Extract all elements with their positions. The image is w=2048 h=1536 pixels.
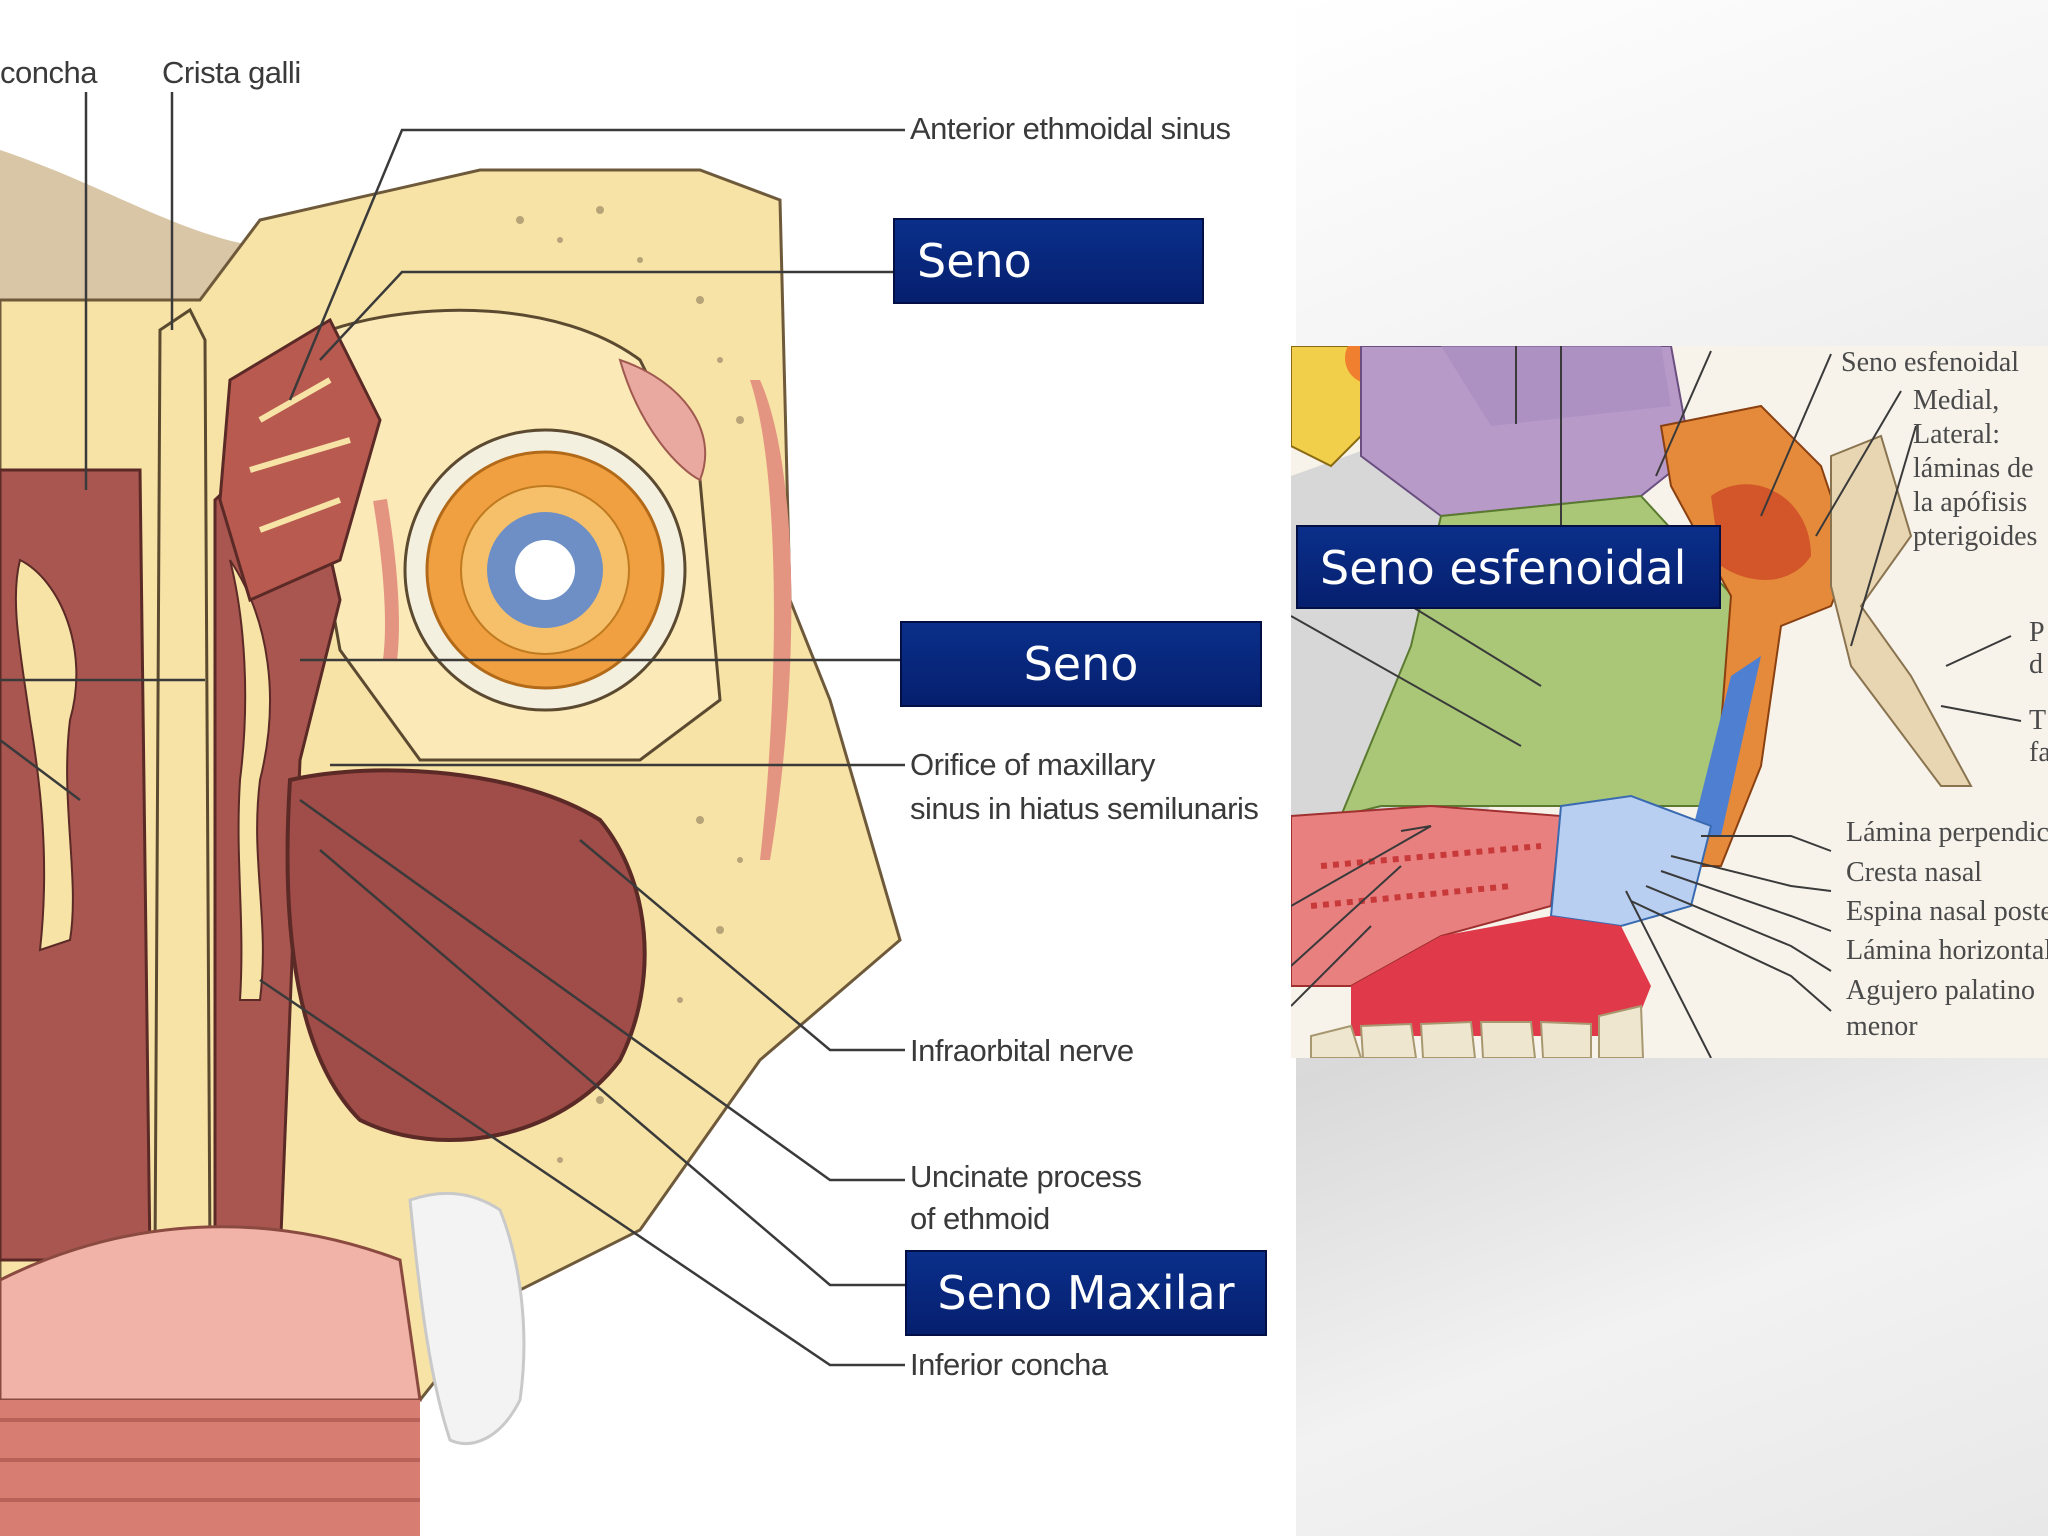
label-espina-nasal: Espina nasal poste <box>1846 896 2048 927</box>
label-laminas-de: láminas de <box>1913 453 2034 484</box>
label-lamina-horizontal: Lámina horizontal <box>1846 935 2048 966</box>
seno-box-top: Seno <box>893 218 1204 304</box>
label-cut-fa: fa <box>2029 737 2048 768</box>
label-cresta-nasal: Cresta nasal <box>1846 857 1983 888</box>
label-cut-t: T <box>2029 705 2047 736</box>
label-cut-d: d <box>2029 649 2043 680</box>
label-crista-galli: Crista galli <box>162 55 301 90</box>
label-pterigoides: pterigoides <box>1913 521 2038 552</box>
label-uncinate-line2: of ethmoid <box>910 1201 1050 1236</box>
coronal-section-illustration <box>0 92 905 1536</box>
seno-box-middle: Seno <box>900 621 1262 707</box>
label-agujero-line1: Agujero palatino <box>1846 975 2035 1006</box>
label-infraorbital-nerve: Infraorbital nerve <box>910 1033 1134 1068</box>
label-agujero-line2: menor <box>1846 1011 1918 1042</box>
label-apofisis: la apófisis <box>1913 487 2028 518</box>
label-orifice-maxillary-line2: sinus in hiatus semilunaris <box>910 791 1259 826</box>
label-lateral: Lateral: <box>1913 419 2001 450</box>
label-medial: Medial, <box>1913 385 2000 416</box>
label-uncinate-line1: Uncinate process <box>910 1159 1142 1194</box>
seno-esfenoidal-box: Seno esfenoidal <box>1296 525 1721 609</box>
label-anterior-ethmoidal-sinus: Anterior ethmoidal sinus <box>910 111 1231 146</box>
label-concha: concha <box>0 55 97 90</box>
label-seno-esfenoidal: Seno esfenoidal <box>1841 347 2020 378</box>
label-lamina-perpendicular: Lámina perpendic <box>1846 817 2048 848</box>
label-inferior-concha: Inferior concha <box>910 1347 1108 1382</box>
seno-maxilar-box: Seno Maxilar <box>905 1250 1267 1336</box>
sagittal-section-figure: Seno esfenoidal Medial, Lateral: láminas… <box>1291 346 2048 1058</box>
label-cut-p: P <box>2029 617 2045 648</box>
label-orifice-maxillary-line1: Orifice of maxillary <box>910 747 1155 782</box>
